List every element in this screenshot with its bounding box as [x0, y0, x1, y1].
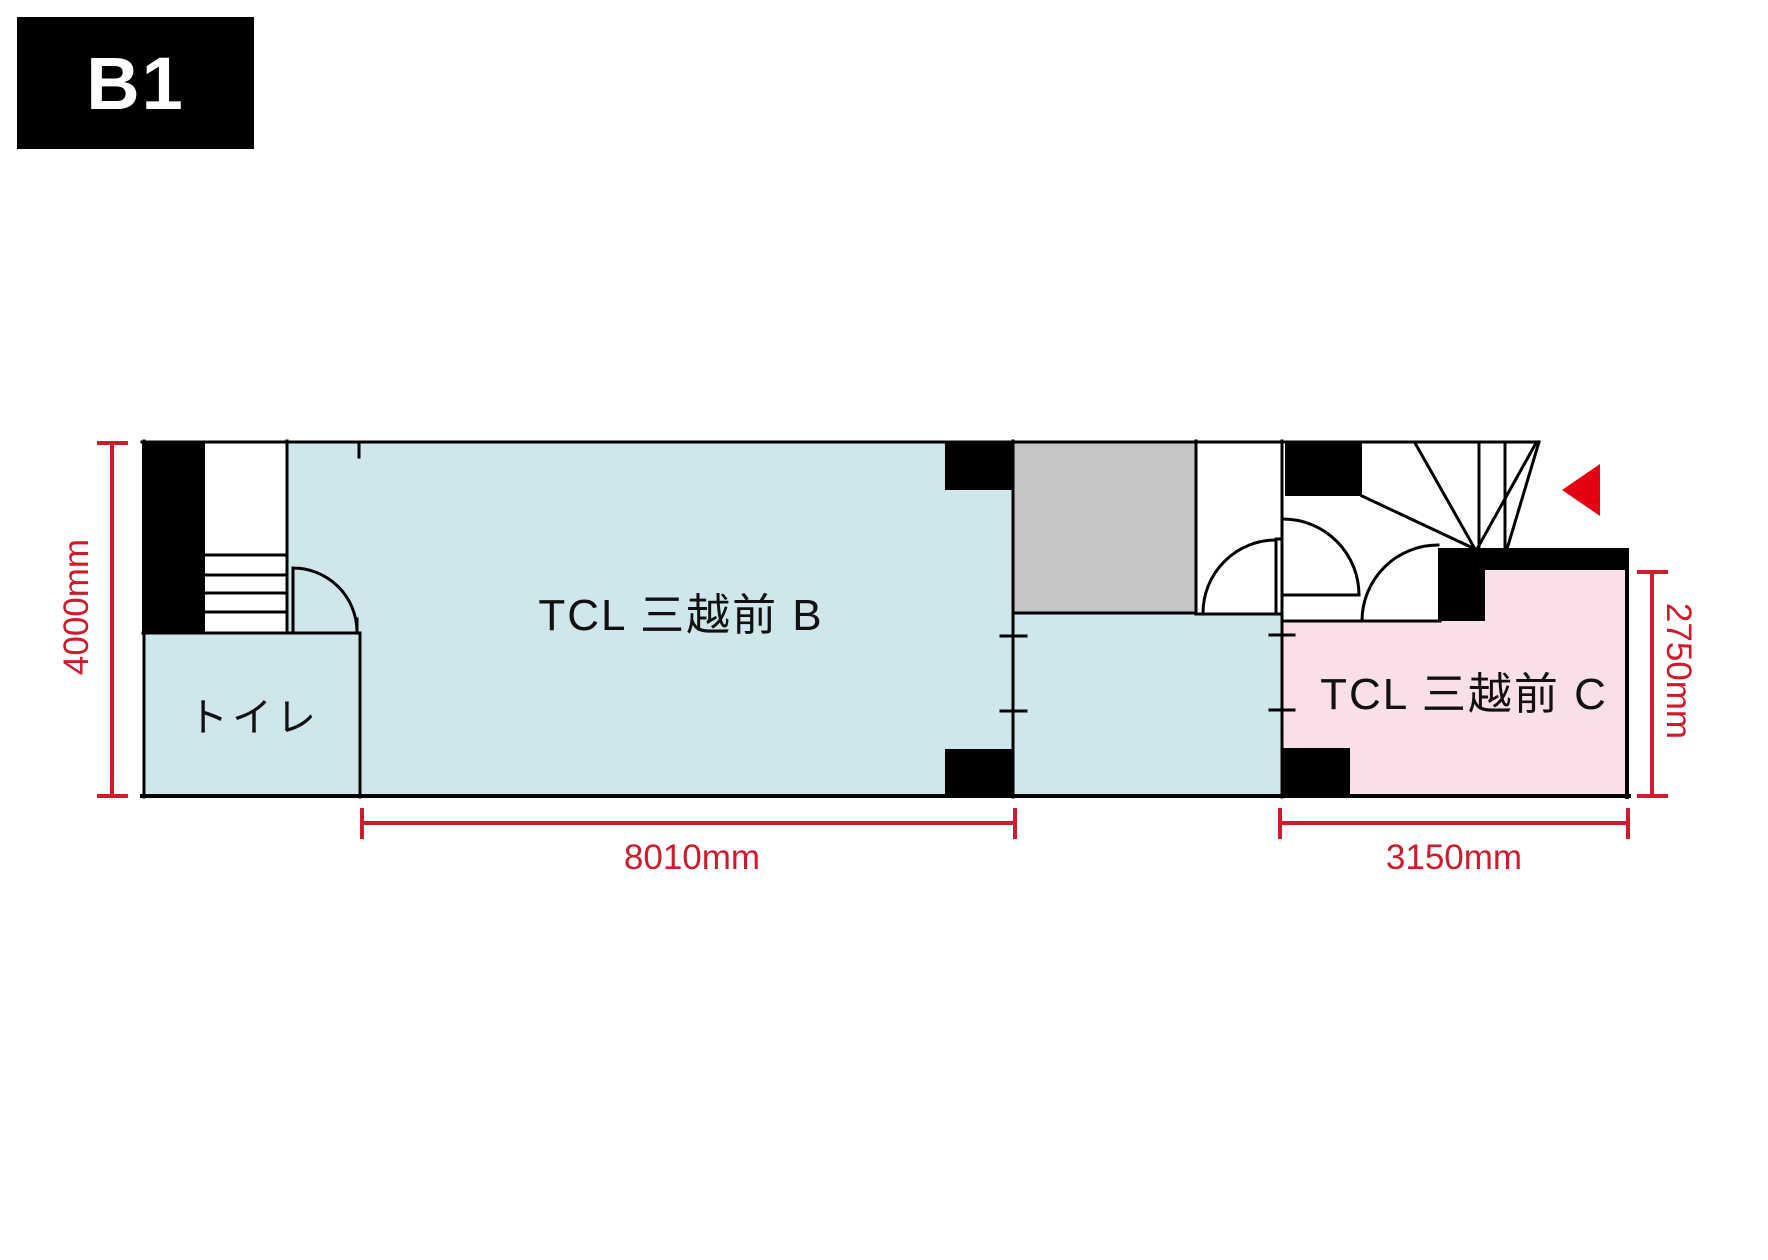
wall-block-upper-left [142, 441, 205, 633]
room-c-label: TCL 三越前 C [1320, 670, 1608, 719]
wall-band-room-c-top [1438, 548, 1629, 570]
dimension-lines [97, 441, 1668, 839]
dim-label-bottom: 8010mm [623, 838, 761, 877]
gray-shaft-area [1013, 441, 1196, 613]
wall-blocks [945, 441, 1629, 797]
dim-line-bottom-right [1278, 808, 1630, 839]
dim-label-left: 4000mm [57, 538, 96, 676]
entrance-arrow-icon [1562, 464, 1600, 516]
opening-ticks [999, 633, 1296, 713]
stairs-upper-left [203, 553, 289, 614]
door-room-c [1360, 543, 1440, 623]
doors [291, 517, 1440, 635]
dim-label-bottom-right: 3150mm [1385, 838, 1523, 877]
stairwell-upper-left-area [205, 441, 287, 633]
middle-room-area [1013, 613, 1282, 797]
floor-tag: B1 [17, 17, 254, 149]
dim-line-bottom [360, 808, 1017, 839]
door-landing [1281, 517, 1361, 597]
dim-line-right [1637, 570, 1668, 798]
room-b-label: TCL 三越前 B [538, 591, 824, 640]
vestibule-area [1196, 441, 1282, 614]
room-c-area [1282, 570, 1628, 797]
wall-top-right-slant [1505, 440, 1541, 551]
room-fills [142, 441, 1628, 797]
door-vestibule [1201, 537, 1284, 615]
wall-block-bottom-right [1282, 748, 1350, 797]
stair-winder-line [1360, 494, 1477, 551]
floor-tag-label: B1 [86, 41, 185, 125]
wall-block-bottom-mid [945, 749, 1013, 797]
stairs-upper-right [1360, 440, 1539, 552]
dim-line-left [97, 441, 128, 798]
wall-block-top-right [1285, 441, 1362, 496]
stair-winder-line [1474, 440, 1539, 552]
wall-block-top-mid [945, 441, 1013, 490]
stair-winder-line [1412, 440, 1478, 552]
toilet-label: トイレ [188, 696, 320, 740]
wall-block-room-c-corner [1438, 548, 1485, 621]
dim-label-right: 2750mm [1659, 602, 1698, 740]
